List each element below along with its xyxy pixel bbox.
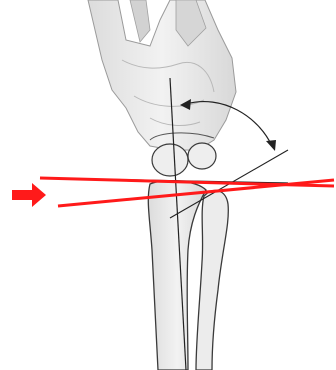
wrist-radiograph-diagram <box>0 0 336 370</box>
anatomical-figure <box>0 0 336 370</box>
